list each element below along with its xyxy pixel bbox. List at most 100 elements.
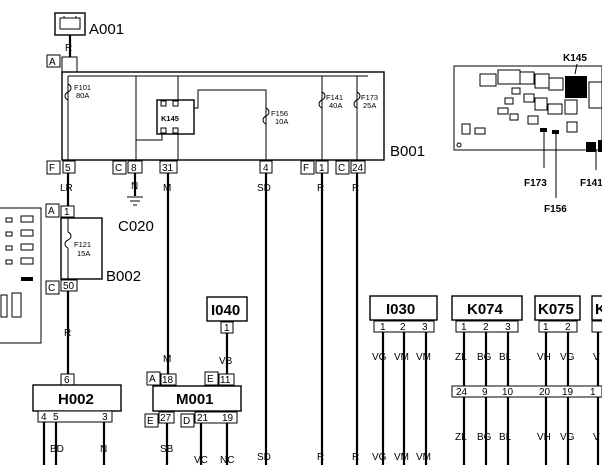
connector-e-m001-top: E bbox=[207, 374, 214, 385]
strip-pin-20: 20 bbox=[539, 387, 551, 398]
wire-label-vc: VC bbox=[194, 455, 208, 465]
pin-5-h002: 5 bbox=[53, 412, 59, 423]
wire-label-r-f173-lower: R bbox=[352, 452, 359, 463]
wire-label-vm-i030-lower-a: VM bbox=[394, 452, 409, 463]
component-h002-label: H002 bbox=[58, 391, 94, 408]
inset-label-f156: F156 bbox=[544, 204, 567, 215]
strip-pin-19: 19 bbox=[562, 387, 574, 398]
pin-3-k074: 3 bbox=[505, 322, 511, 333]
fuse-box-label: B001 bbox=[390, 143, 425, 160]
component-k074-label: K074 bbox=[467, 301, 504, 318]
wire-label-vg-i030-lower: VG bbox=[372, 452, 387, 463]
strip-pin-24: 24 bbox=[456, 387, 468, 398]
inset-board-drawing: K145 F173 F156 F141 bbox=[453, 53, 602, 215]
fuse-f101-label: F101 bbox=[74, 83, 91, 92]
wire-label-sd-upper: SD bbox=[257, 183, 271, 194]
fuse-box-b001: B001 bbox=[61, 71, 425, 161]
fuse-f141-label: F141 bbox=[326, 93, 343, 102]
wire-label-r-b002: R bbox=[64, 328, 71, 339]
wire-label-r-f141: R bbox=[317, 183, 324, 194]
pin-11-m001: 11 bbox=[220, 375, 231, 386]
pin-4-h002: 4 bbox=[41, 412, 47, 423]
pin-21-m001: 21 bbox=[197, 413, 209, 424]
connector-f-left: F bbox=[49, 163, 55, 174]
wire-label-n-h002: N bbox=[100, 444, 107, 455]
wire-label-m-lower: M bbox=[163, 354, 171, 365]
wire-label-v-upper: V bbox=[593, 352, 600, 363]
fuse-f121-rating: 15A bbox=[77, 249, 90, 258]
pin-4-b001: 4 bbox=[263, 163, 269, 174]
pin-5-b001: 5 bbox=[65, 163, 71, 174]
inset-label-k145: K145 bbox=[563, 53, 587, 64]
left-panel-drawing bbox=[0, 207, 42, 344]
pin-27-m001: 27 bbox=[160, 413, 172, 424]
pin-1-i040: 1 bbox=[224, 323, 230, 334]
component-h002: H002 bbox=[32, 384, 122, 412]
wire-label-vh-upper: VH bbox=[537, 352, 551, 363]
inset-label-f173: F173 bbox=[524, 178, 547, 189]
connector-e-m001-bottom: E bbox=[147, 416, 154, 427]
wire-label-bl-upper: BL bbox=[499, 352, 512, 363]
relay-k145: K145 bbox=[156, 99, 195, 135]
pin-1-k075: 1 bbox=[543, 322, 549, 333]
wire-label-vg-k075-lower: VG bbox=[560, 432, 575, 443]
fuse-f173-rating: 25A bbox=[363, 101, 376, 110]
pin-19-m001: 19 bbox=[222, 413, 234, 424]
pin-3-h002: 3 bbox=[102, 412, 108, 423]
pin-1-b002: 1 bbox=[64, 207, 70, 218]
ground-label: C020 bbox=[118, 218, 154, 235]
wire-label-r-f173: R bbox=[352, 183, 359, 194]
wire-label-v-lower: V bbox=[593, 432, 600, 443]
fuse-holder-label: B002 bbox=[106, 268, 141, 285]
wire-label-vb: VB bbox=[219, 356, 233, 367]
pin-31-b001: 31 bbox=[162, 163, 174, 174]
pin-1-i030: 1 bbox=[380, 322, 386, 333]
fuse-f141-rating: 40A bbox=[329, 101, 342, 110]
connector-a-m001: A bbox=[149, 374, 156, 385]
pin-2-k075: 2 bbox=[565, 322, 571, 333]
connector-a-b002: A bbox=[48, 206, 55, 217]
connector-f-right: F bbox=[303, 163, 309, 174]
pin-18-m001: 18 bbox=[162, 375, 174, 386]
connector-a-b001: A bbox=[49, 57, 56, 68]
component-k075: K075 bbox=[534, 295, 581, 321]
connector-strip: 24 9 10 20 19 1 bbox=[451, 385, 602, 398]
pin-24-b001: 24 bbox=[352, 163, 364, 174]
wire-label-vg-k075-upper: VG bbox=[560, 352, 575, 363]
pin-1-b001: 1 bbox=[319, 163, 325, 174]
wire-label-bl-lower: BL bbox=[499, 432, 512, 443]
wire-label-sd-lower: SD bbox=[257, 452, 271, 463]
wire-label-sb: SB bbox=[160, 444, 174, 455]
wire-label-bg-upper: BG bbox=[477, 352, 492, 363]
wire-label-vg-i030-upper: VG bbox=[372, 352, 387, 363]
wire-label-vh-lower: VH bbox=[537, 432, 551, 443]
wire-label-zl-lower: ZL bbox=[455, 432, 467, 443]
wire-label-nc: NC bbox=[220, 455, 234, 465]
fuse-f156-label: F156 bbox=[271, 109, 288, 118]
connector-c-left: C bbox=[115, 163, 122, 174]
wire-label-r-top: R bbox=[65, 43, 72, 54]
component-k075-label: K075 bbox=[538, 301, 574, 318]
battery-a001: A001 bbox=[54, 12, 124, 38]
wire-label-zl-upper: ZL bbox=[455, 352, 467, 363]
strip-pin-9: 9 bbox=[482, 387, 488, 398]
wire-label-vm-i030-lower-b: VM bbox=[416, 452, 431, 463]
pin-3-i030: 3 bbox=[422, 322, 428, 333]
fuse-f121-label: F121 bbox=[74, 240, 91, 249]
strip-pin-1: 1 bbox=[590, 387, 596, 398]
wire-label-vm-i030-upper-a: VM bbox=[394, 352, 409, 363]
relay-label: K145 bbox=[161, 114, 179, 123]
pin-50-b002: 50 bbox=[63, 281, 75, 292]
wire-label-lr: LR bbox=[60, 183, 73, 194]
inset-label-f141: F141 bbox=[580, 178, 602, 189]
component-i030-label: I030 bbox=[386, 301, 415, 318]
connector-c-b002: C bbox=[48, 283, 55, 294]
connector-c-right: C bbox=[338, 163, 345, 174]
fuse-f156-rating: 10A bbox=[275, 117, 288, 126]
wire-label-m-upper: M bbox=[163, 183, 171, 194]
fuse-f173-label: F173 bbox=[361, 93, 378, 102]
wire-label-vm-i030-upper-b: VM bbox=[416, 352, 431, 363]
wire-label-bg-lower: BG bbox=[477, 432, 492, 443]
component-i040-label: I040 bbox=[211, 302, 240, 319]
